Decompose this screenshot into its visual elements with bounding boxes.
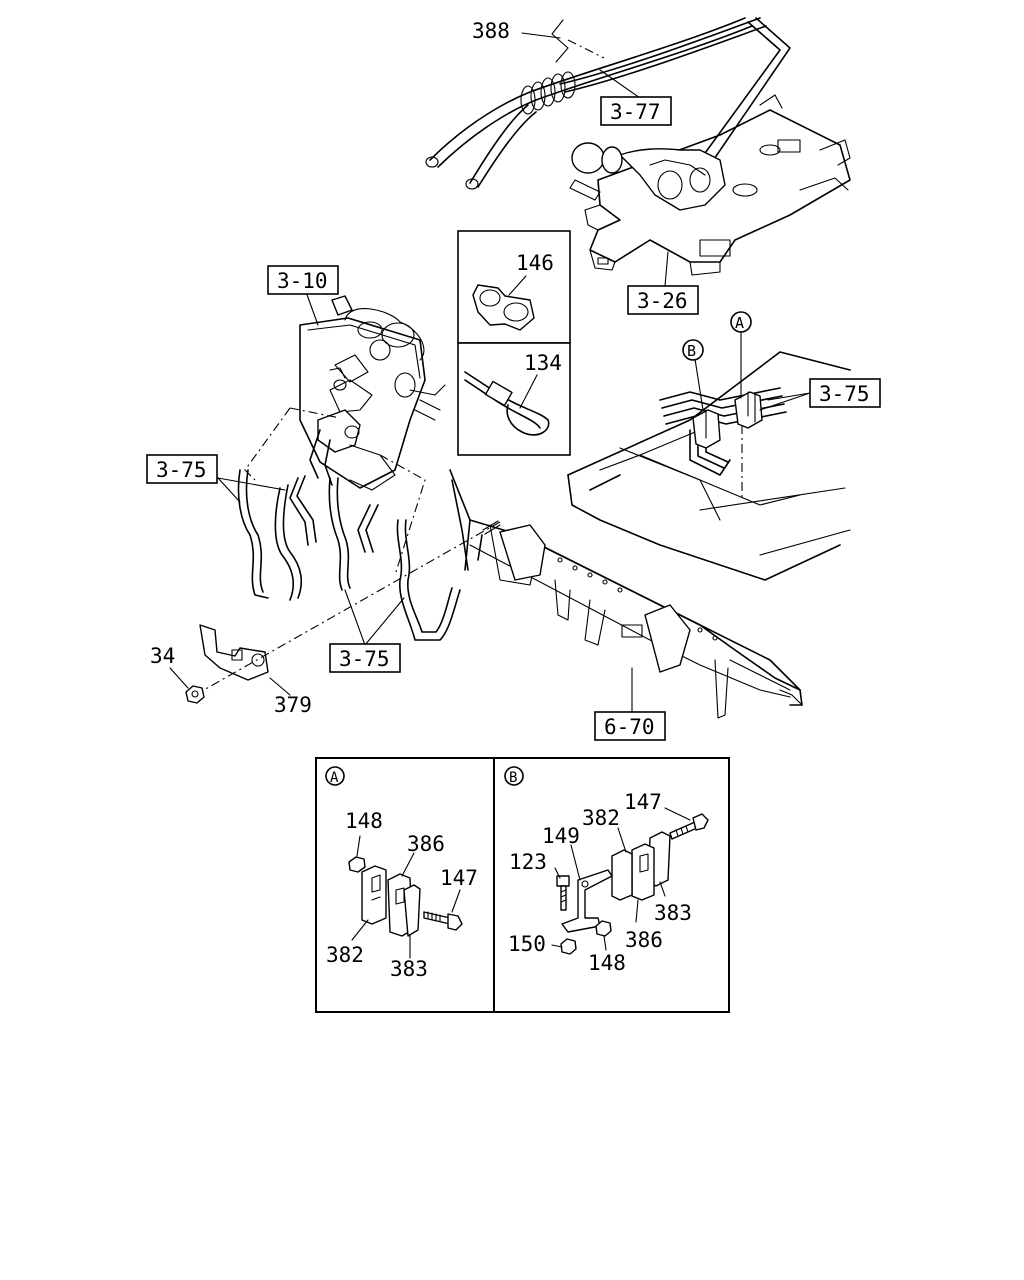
part-134-label: 134 — [524, 351, 562, 375]
detail-b-382-label: 382 — [582, 806, 620, 830]
callout-b: B — [682, 339, 704, 361]
ref-3-75-bottom-label: 3-75 — [339, 647, 390, 671]
detail-b-150-label: 150 — [508, 932, 546, 956]
detail-b-386-label: 386 — [625, 928, 663, 952]
clamp-location-drawing — [567, 332, 851, 581]
callout-a: A — [730, 311, 752, 333]
detail-b-title: B — [509, 770, 517, 786]
ref-3-75-right-label: 3-75 — [819, 382, 870, 406]
bracket-379-drawing — [169, 520, 501, 704]
callout-b-label: B — [687, 342, 696, 360]
part-146-label: 146 — [516, 251, 554, 275]
ref-box-3-10 — [267, 265, 339, 295]
rail-holes — [557, 557, 718, 641]
ref-6-70-label: 6-70 — [604, 715, 655, 739]
ref-box-6-70 — [594, 711, 666, 741]
detail-panels: A 148 386 147 382 383 — [315, 757, 730, 1013]
detail-b-147-label: 147 — [624, 790, 662, 814]
detail-a-386-label: 386 — [407, 832, 445, 856]
detail-a-382-label: 382 — [326, 943, 364, 967]
hose-assembly-drawing — [425, 17, 851, 287]
part-379-label: 379 — [274, 693, 312, 717]
detail-b-123-label: 123 — [509, 850, 547, 874]
ref-box-3-75-left — [146, 454, 218, 484]
frame-rail-drawing — [449, 469, 803, 719]
ref-box-3-77 — [600, 96, 672, 126]
detail-b-148-label: 148 — [588, 951, 626, 975]
detail-a-148-label: 148 — [345, 809, 383, 833]
detail-b-383-label: 383 — [654, 901, 692, 925]
ref-3-77-label: 3-77 — [610, 100, 661, 124]
ref-box-3-26 — [627, 285, 699, 315]
detail-a-383-label: 383 — [390, 957, 428, 981]
ref-box-3-75-bottom — [329, 643, 401, 673]
detail-b: B — [504, 766, 709, 975]
detail-frame — [315, 757, 730, 1013]
clip-and-tie-box — [457, 230, 571, 456]
reference-boxes: 3-77 3-26 3-10 3-75 3-75 3-75 6-70 — [146, 96, 881, 741]
detail-a-147-label: 147 — [440, 866, 478, 890]
ref-3-75-left-label: 3-75 — [156, 458, 207, 482]
detail-a: A 148 386 147 382 383 — [325, 766, 478, 981]
ref-3-26-label: 3-26 — [637, 289, 688, 313]
part-labels: 388 146 134 34 379 — [150, 19, 562, 717]
part-34-label: 34 — [150, 644, 175, 668]
detail-b-149-label: 149 — [542, 824, 580, 848]
detail-a-title: A — [330, 770, 339, 786]
brake-unit-drawing — [217, 291, 461, 646]
callout-a-label: A — [735, 314, 744, 332]
part-388-label: 388 — [472, 19, 510, 43]
ref-box-3-75-right — [809, 378, 881, 408]
ref-3-10-label: 3-10 — [277, 269, 328, 293]
